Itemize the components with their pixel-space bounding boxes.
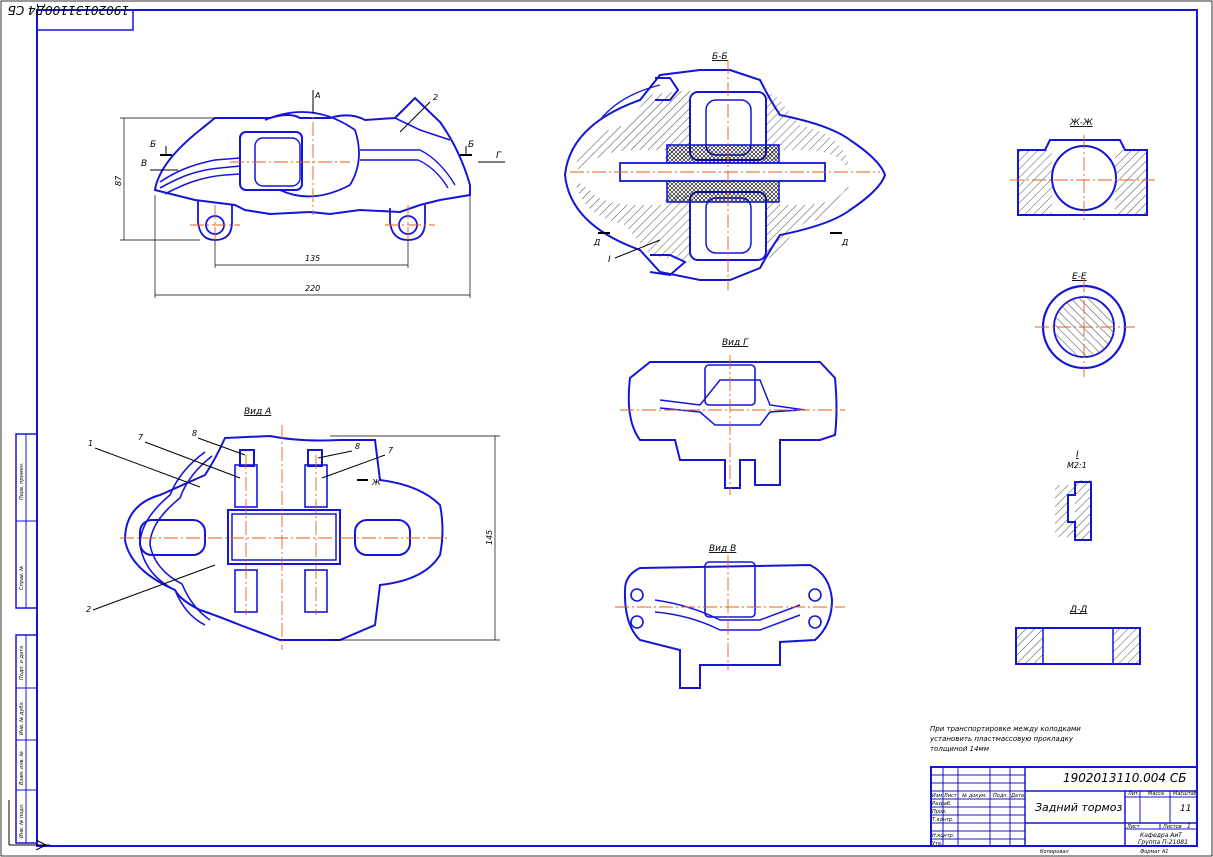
strip-label-5: Взам. инв. № — [19, 751, 25, 785]
ee-title: Е-Е — [1072, 272, 1087, 282]
vid-v-title: Вид В — [709, 544, 736, 554]
stamp-box: 19020131100Д4 СБ — [8, 3, 134, 31]
bb-title: Б-Б — [712, 52, 728, 62]
view-v: Вид В — [615, 544, 845, 689]
arrow-a-label: А — [314, 91, 320, 100]
top-view: 87 135 220 Б В Б А Г 2 — [114, 90, 505, 298]
detail-i-scale: М2:1 — [1067, 461, 1087, 470]
tb-scale-value: 11 — [1180, 804, 1191, 814]
tb-row-list: Лист — [943, 793, 958, 799]
tb-format: Формат А1 — [1140, 849, 1168, 855]
stamp-code: 19020131100Д4 СБ — [8, 3, 129, 17]
note-line-2: установить пластмассовую прокладку — [929, 735, 1074, 743]
tb-sheets-value: 1 — [1187, 823, 1191, 830]
vid-g-title: Вид Г — [722, 338, 749, 348]
dim-135: 135 — [305, 254, 320, 263]
mark-b-left: Б — [150, 140, 156, 150]
bb-mark-i: I — [608, 255, 611, 265]
tb-col-mass: Масса — [1148, 791, 1164, 797]
ucs-icon — [8, 800, 50, 851]
strip-label-4: Инв. № дубл. — [19, 701, 25, 735]
leader-7-left: 7 — [138, 433, 144, 442]
tb-row-doc: № докум. — [961, 793, 987, 799]
dim-220: 220 — [305, 284, 320, 293]
dd-title: Д-Д — [1069, 605, 1087, 615]
section-dd: Д-Д — [1015, 605, 1141, 665]
tb-copied: Копировал — [1040, 849, 1069, 855]
tb-row-izm: Изм — [932, 793, 942, 799]
tb-row-prov: Пров. — [932, 809, 947, 815]
bb-mark-d-left: Д — [593, 238, 600, 247]
note-line-3: толщиной 14мм — [930, 745, 990, 753]
tb-row-sign: Подп. — [993, 793, 1008, 799]
strip-label-6: Инв. № подл. — [19, 804, 25, 839]
leader-8-right: 8 — [355, 442, 360, 451]
detail-i-title: I — [1076, 450, 1079, 460]
tb-designation: 1902013110.004 СБ — [1063, 771, 1187, 785]
tb-col-scale: Масштаб — [1173, 791, 1197, 797]
strip-label-1: Перв. примен. — [19, 462, 25, 500]
note-line-1: При транспортировке между колодками — [930, 725, 1081, 733]
section-ee: Е-Е — [1035, 272, 1135, 377]
inner-frame — [36, 9, 1198, 847]
vid-a-title: Вид А — [244, 407, 271, 417]
tb-name: Задний тормоз — [1035, 801, 1123, 814]
tb-row-razrab: Разраб. — [932, 801, 952, 807]
technical-note: При транспортировке между колодками уста… — [929, 725, 1081, 753]
leader-8-left: 8 — [192, 429, 197, 438]
bb-mark-d-right: Д — [841, 238, 848, 247]
section-bb: Б-Б Д Д I — [563, 52, 887, 290]
mark-b-right: Б — [468, 140, 474, 150]
strip-label-3: Подп. и дата — [19, 646, 25, 680]
view-a: Вид А 145 1 7 8 8 7 2 Ж — [86, 407, 500, 650]
left-strip: Перв. примен. Справ. № Подп. и дата Инв.… — [15, 433, 38, 844]
tb-group: Группа П-21081 — [1138, 839, 1188, 846]
zhzh-title: Ж-Ж — [1069, 118, 1093, 128]
leader-2-top: 2 — [433, 93, 438, 102]
leader-1: 1 — [88, 439, 93, 448]
tb-sheet-label: Лист — [1126, 824, 1141, 830]
mark-v: В — [141, 159, 147, 169]
leader-7-right: 7 — [388, 446, 394, 455]
tb-row-date: Дата — [1010, 793, 1024, 799]
tb-row-nkontr: Н.контр. — [932, 833, 954, 839]
strip-label-2: Справ. № — [19, 566, 25, 590]
tb-sheets-label: Листов — [1162, 824, 1182, 830]
dim-145: 145 — [485, 530, 494, 545]
view-g: Вид Г — [620, 338, 845, 495]
tb-organization: Кафедра АиТ — [1140, 832, 1183, 839]
detail-i: I М2:1 — [1055, 450, 1092, 541]
leader-2: 2 — [86, 605, 91, 614]
tb-col-lit: Лит. — [1127, 791, 1140, 797]
dim-height: 87 — [114, 175, 123, 186]
arrow-g-label: Г — [496, 151, 502, 161]
section-zhzh: Ж-Ж — [1010, 118, 1155, 222]
tb-row-tkontr: Т.контр. — [932, 817, 954, 823]
title-block: Изм Лист № докум. Подп. Дата Разраб. Про… — [930, 766, 1198, 855]
mark-zh: Ж — [371, 478, 381, 487]
tb-row-utv: Утв. — [932, 841, 943, 847]
